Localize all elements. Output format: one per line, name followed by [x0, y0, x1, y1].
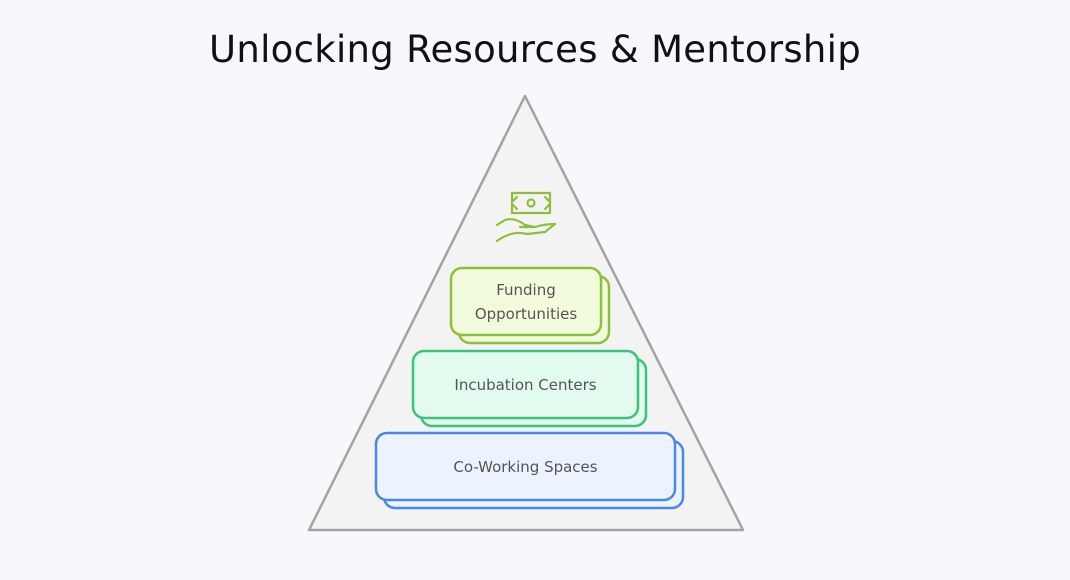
level-coworking-shape — [374, 431, 685, 510]
level-funding-line2: Opportunities — [474, 304, 578, 323]
level-incubation-shape — [411, 349, 648, 428]
level-funding-label: Funding Opportunities — [451, 268, 601, 335]
page-title: Unlocking Resources & Mentorship — [208, 28, 862, 71]
money-hand-icon — [495, 191, 557, 243]
level-incubation-label: Incubation Centers — [454, 375, 597, 394]
level-funding-line1: Funding — [496, 280, 556, 299]
level-coworking-label: Co-Working Spaces — [453, 457, 598, 476]
level-funding-shape — [449, 266, 611, 345]
